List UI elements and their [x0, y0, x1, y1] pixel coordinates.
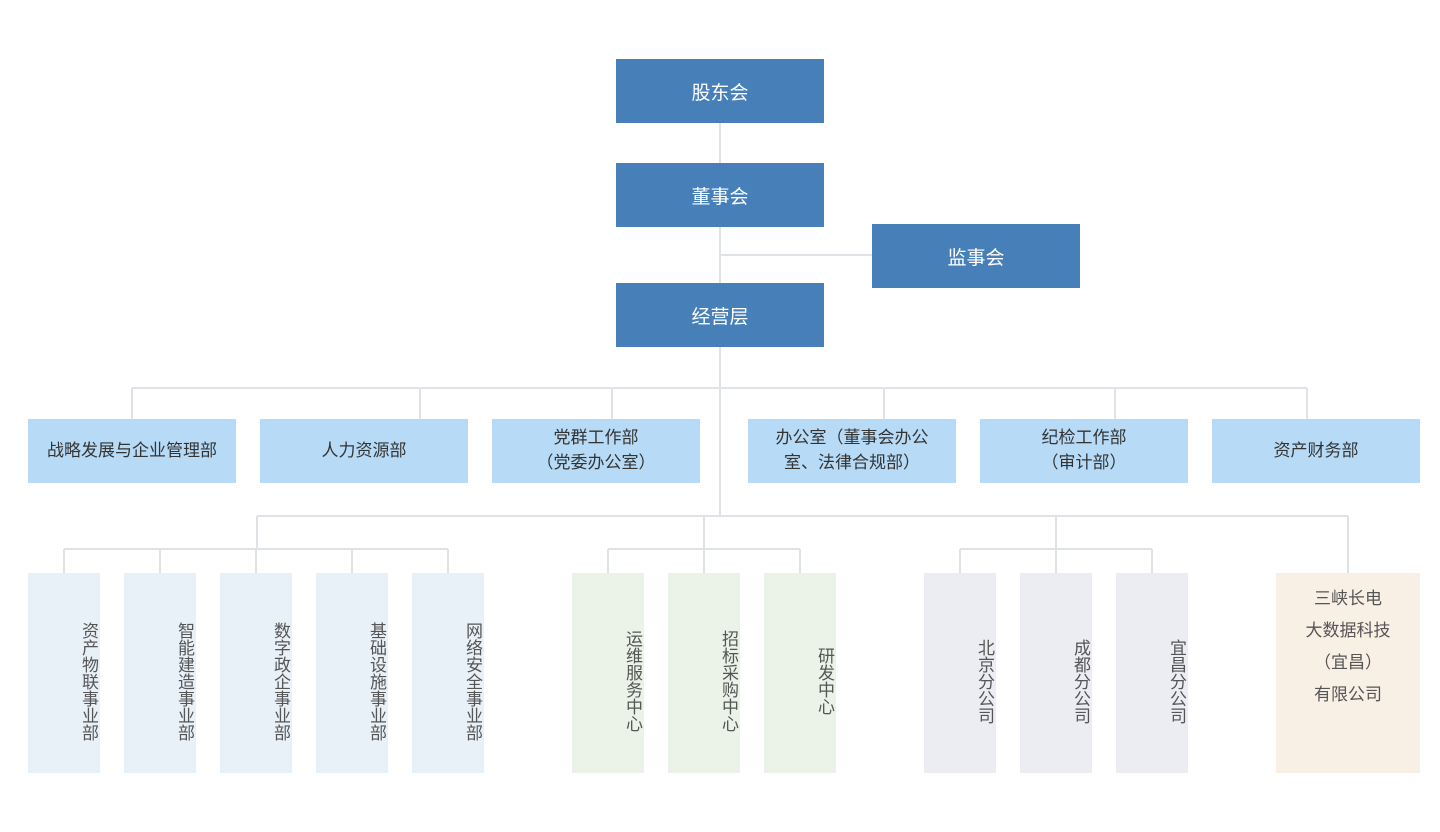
- node-branch-label: 成都分公司: [1070, 638, 1090, 724]
- node-department-label: 人力资源部: [321, 440, 407, 461]
- node-shareholders: 股东会: [616, 59, 824, 123]
- node-business-unit-label: 网络安全事业部: [462, 621, 482, 741]
- node-management-label: 经营层: [691, 305, 749, 328]
- node-management: 经营层: [616, 283, 824, 347]
- node-department: 人力资源部: [260, 419, 468, 483]
- node-department: 纪检工作部 （审计部）: [980, 419, 1188, 483]
- node-business-unit: 智能建造事业部: [124, 573, 196, 773]
- node-shareholders-label: 股东会: [691, 81, 749, 104]
- node-branch-label: 宜昌分公司: [1166, 638, 1186, 724]
- node-business-unit-label: 智能建造事业部: [174, 621, 194, 741]
- node-subsidiary: 三峡长电 大数据科技 （宜昌） 有限公司: [1276, 573, 1420, 773]
- node-business-unit-label: 资产物联事业部: [78, 621, 98, 741]
- node-subsidiary-label: 三峡长电 大数据科技 （宜昌） 有限公司: [1305, 589, 1391, 705]
- node-center: 研发中心: [764, 573, 836, 773]
- node-branch-label: 北京分公司: [974, 638, 994, 724]
- node-business-unit: 基础设施事业部: [316, 573, 388, 773]
- node-business-unit: 网络安全事业部: [412, 573, 484, 773]
- node-business-unit-label: 基础设施事业部: [366, 621, 386, 741]
- node-department-label: 战略发展与企业管理部: [47, 440, 217, 461]
- node-department-label: 纪检工作部 （审计部）: [1041, 428, 1127, 473]
- node-center-label: 运维服务中心: [622, 630, 642, 732]
- node-board-label: 董事会: [691, 185, 749, 208]
- node-business-unit: 资产物联事业部: [28, 573, 100, 773]
- node-center-label: 研发中心: [814, 647, 834, 715]
- node-department-label: 办公室（董事会办公 室、法律合规部）: [775, 428, 929, 473]
- node-department: 资产财务部: [1212, 419, 1420, 483]
- node-department: 党群工作部 （党委办公室）: [492, 419, 700, 483]
- node-branch: 宜昌分公司: [1116, 573, 1188, 773]
- node-branch: 成都分公司: [1020, 573, 1092, 773]
- node-business-unit: 数字政企事业部: [220, 573, 292, 773]
- node-board: 董事会: [616, 163, 824, 227]
- node-department: 战略发展与企业管理部: [28, 419, 236, 483]
- node-department-label: 资产财务部: [1273, 440, 1359, 461]
- node-center: 运维服务中心: [572, 573, 644, 773]
- node-center-label: 招标采购中心: [718, 630, 738, 732]
- node-supervisory-board-label: 监事会: [947, 246, 1005, 269]
- node-business-unit-label: 数字政企事业部: [270, 621, 290, 741]
- node-supervisory-board: 监事会: [872, 224, 1080, 288]
- node-department: 办公室（董事会办公 室、法律合规部）: [748, 419, 956, 483]
- node-branch: 北京分公司: [924, 573, 996, 773]
- node-department-label: 党群工作部 （党委办公室）: [536, 428, 656, 473]
- node-center: 招标采购中心: [668, 573, 740, 773]
